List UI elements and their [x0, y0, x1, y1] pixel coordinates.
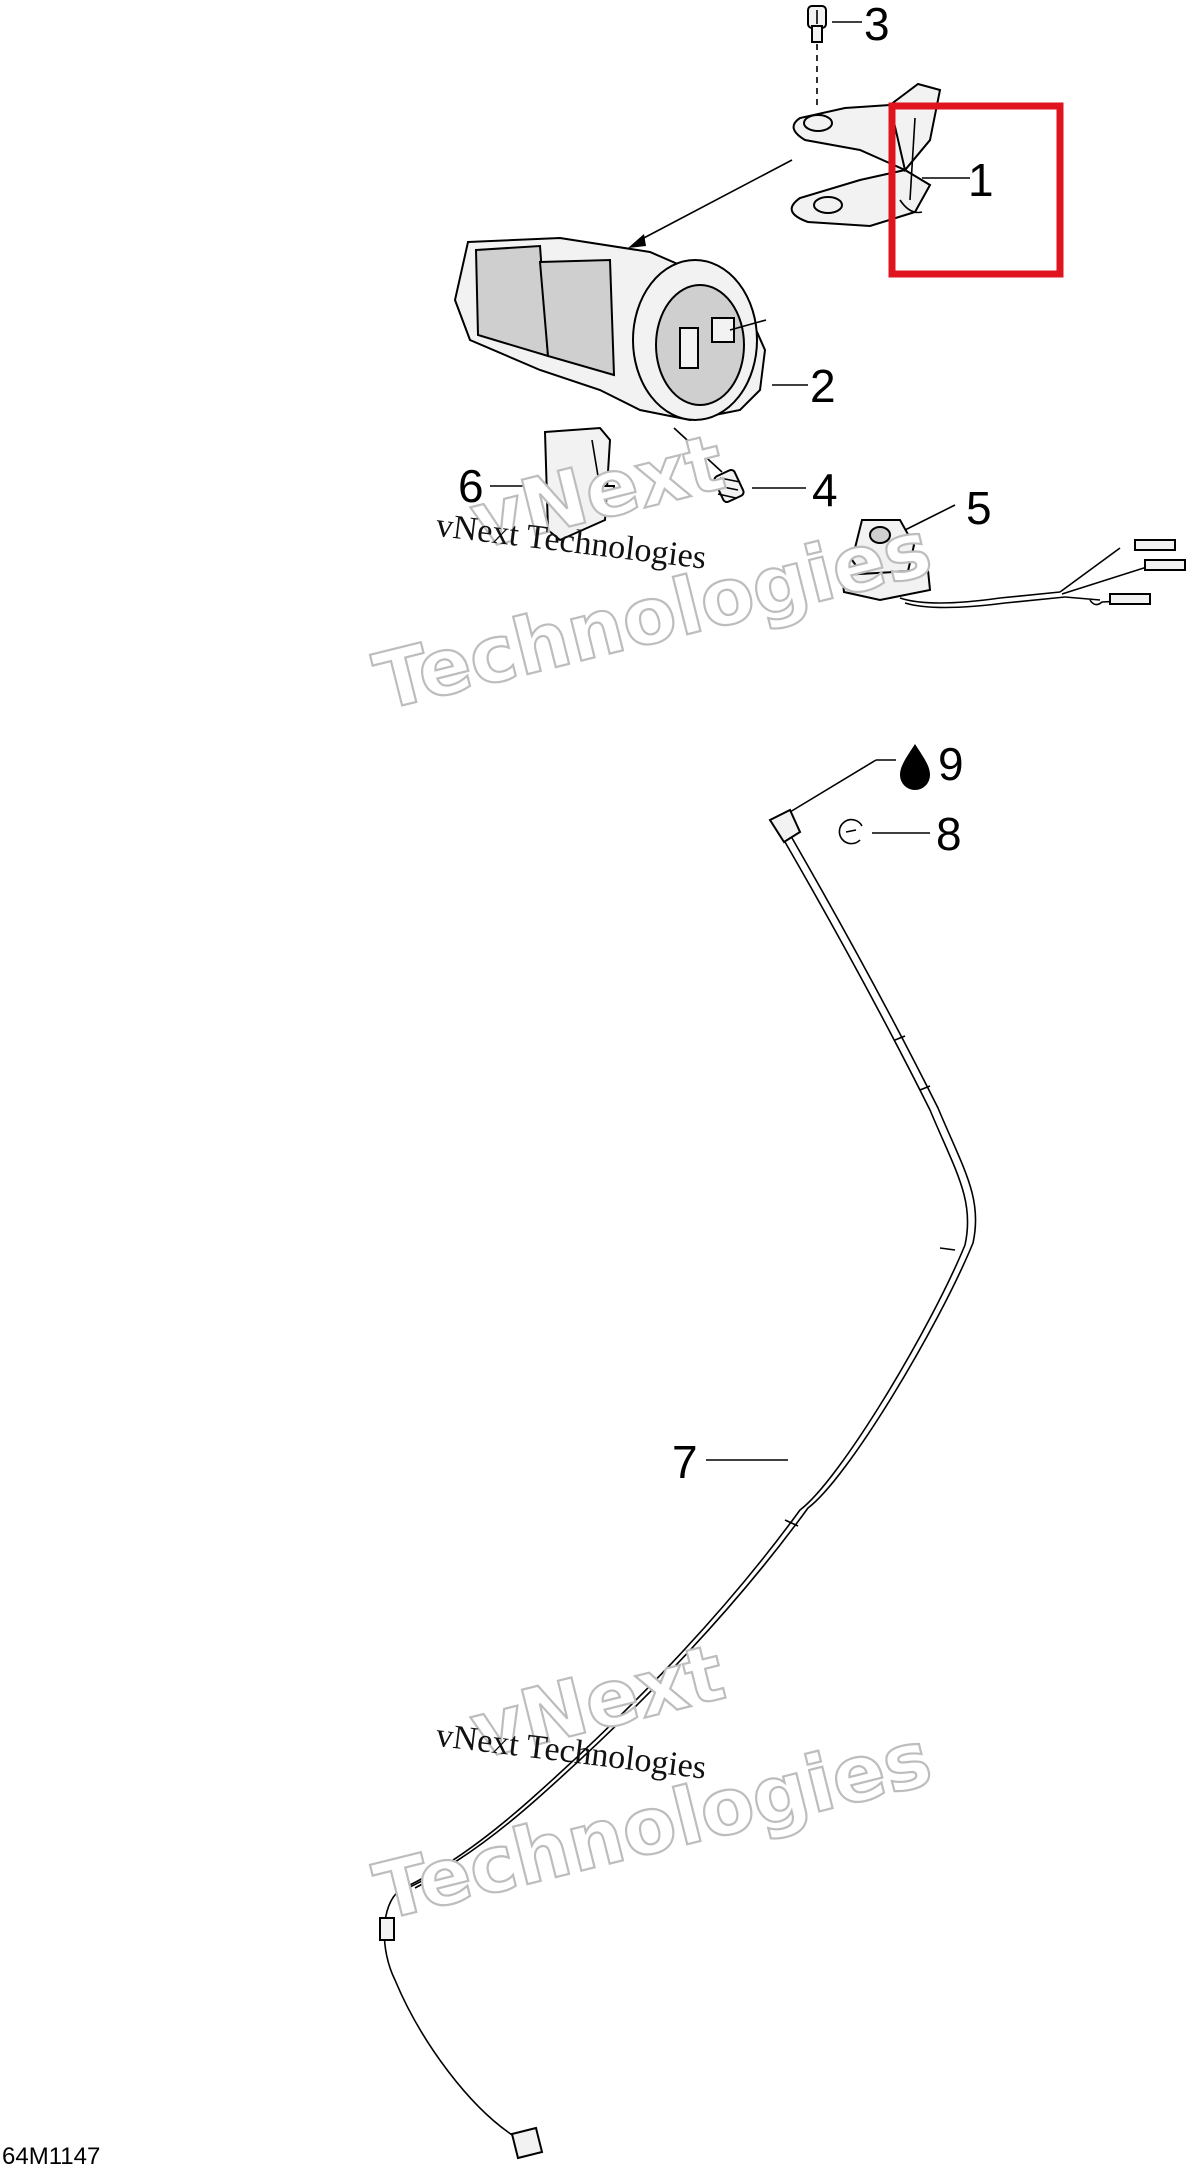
- part-screw[interactable]: [807, 5, 827, 43]
- callout-2[interactable]: 2: [810, 360, 836, 412]
- callout-1[interactable]: 1: [968, 154, 994, 206]
- set-screw-axis-line: [673, 427, 723, 473]
- part-cover[interactable]: [543, 426, 615, 542]
- callout-5[interactable]: 5: [966, 482, 992, 534]
- watermark-bottom: vNext Technologies vNext Technologies: [365, 1627, 941, 1940]
- callout-4[interactable]: 4: [812, 464, 838, 516]
- callout-9[interactable]: 9: [938, 738, 964, 790]
- harness-leader-line: [904, 504, 956, 531]
- watermark-top: vNext Technologies vNext Technologies: [365, 417, 941, 730]
- callout-8[interactable]: 8: [936, 808, 962, 860]
- callout-3[interactable]: 3: [864, 0, 890, 50]
- bracket-leader-line: [639, 159, 793, 241]
- oil-drop-icon: [900, 744, 930, 790]
- callout-6[interactable]: 6: [458, 460, 484, 512]
- arrow-head: [628, 234, 646, 248]
- diagram-code: 64M1147: [2, 2143, 100, 2170]
- callout-7[interactable]: 7: [672, 1436, 698, 1488]
- highlight-box[interactable]: [888, 102, 1064, 278]
- part-e-clip[interactable]: [838, 818, 863, 845]
- part-set-screw[interactable]: [713, 468, 745, 504]
- part-harness-switch[interactable]: [840, 519, 1186, 609]
- lubricant-leader-line: [789, 759, 877, 813]
- part-switch-housing[interactable]: [453, 236, 767, 422]
- part-cable[interactable]: [379, 808, 977, 2160]
